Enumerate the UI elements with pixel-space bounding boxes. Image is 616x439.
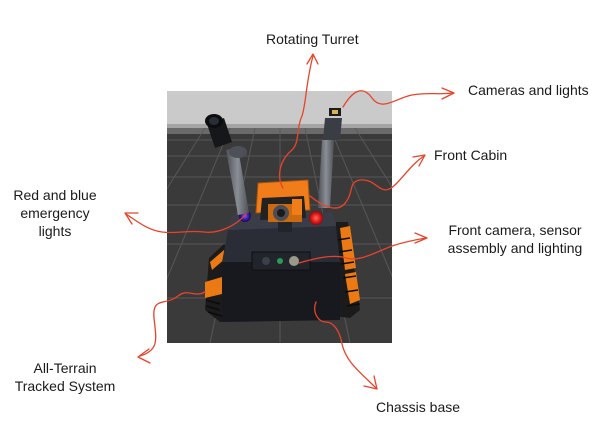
- label-front-camera-line2: assembly and lighting: [447, 240, 583, 256]
- right-camera-arm: [318, 108, 342, 208]
- label-red-blue-line1: Red and blue: [13, 187, 97, 203]
- label-red-blue-line2: emergency: [20, 205, 90, 221]
- arrow-front-cabin: [309, 155, 425, 209]
- label-front-cabin: Front Cabin: [434, 147, 508, 163]
- label-rotating-turret: Rotating Turret: [266, 31, 359, 47]
- right-track: [334, 222, 361, 318]
- arrow-chassis-base: [314, 301, 377, 389]
- label-chassis-base: Chassis base: [376, 399, 461, 415]
- label-front-camera-line1: Front camera, sensor: [448, 222, 582, 238]
- label-red-blue-line3: lights: [38, 223, 72, 239]
- red-emergency-light: [309, 211, 323, 225]
- arrow-front-camera: [298, 237, 427, 264]
- label-front-camera-sensor: Front camera, sensor assembly and lighti…: [440, 221, 590, 257]
- arrow-cameras-and-lights: [342, 90, 453, 108]
- label-red-blue-emergency: Red and blue emergency lights: [5, 186, 105, 240]
- label-all-terrain-tracked: All-Terrain Tracked System: [0, 359, 130, 395]
- label-cameras-and-lights: Cameras and lights: [468, 82, 589, 98]
- arrow-rotating-turret: [278, 55, 314, 189]
- cabin: [255, 179, 311, 232]
- label-all-terrain-line1: All-Terrain: [33, 360, 97, 376]
- left-camera-arm: [205, 114, 249, 215]
- arrow-all-terrain: [139, 291, 206, 357]
- annotation-arrows: [124, 53, 455, 390]
- arrow-red-blue-lights: [125, 213, 247, 234]
- label-all-terrain-line2: Tracked System: [14, 378, 116, 394]
